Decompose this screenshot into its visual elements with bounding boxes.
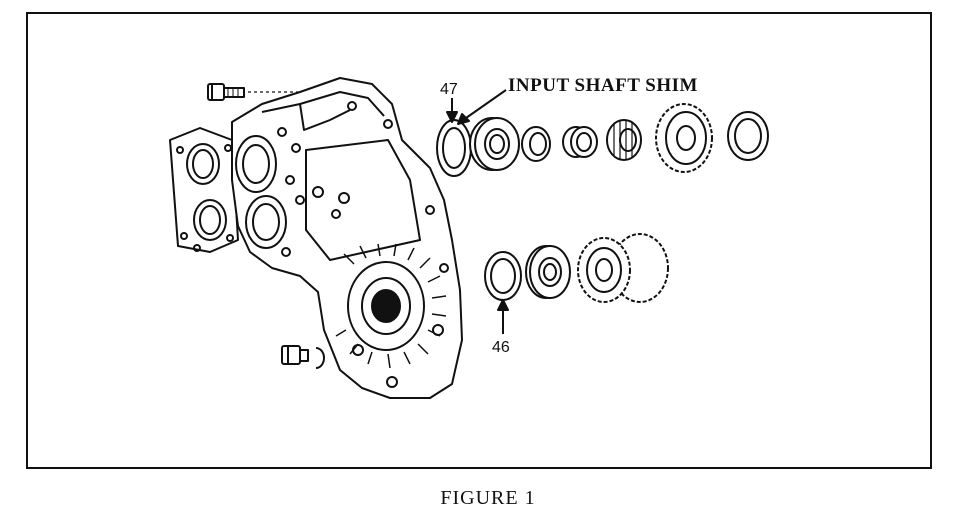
gear-top bbox=[655, 103, 713, 173]
shim-46 bbox=[484, 251, 522, 301]
drain-plug-part bbox=[281, 345, 325, 369]
diagram-frame bbox=[26, 12, 932, 469]
sleeve-top bbox=[562, 126, 598, 158]
shim-47 bbox=[436, 119, 472, 177]
gasket-plate bbox=[169, 127, 239, 253]
gear-bottom bbox=[577, 233, 669, 303]
race-top bbox=[521, 126, 551, 162]
needle-bearing-top bbox=[606, 119, 642, 161]
bearing-top bbox=[469, 117, 520, 171]
leader-47 bbox=[446, 98, 458, 123]
input-shaft-shim-label: INPUT SHAFT SHIM bbox=[508, 75, 698, 96]
bolt-part bbox=[207, 83, 330, 101]
bearing-bottom bbox=[525, 245, 571, 299]
transaxle-case bbox=[231, 77, 463, 399]
callout-46: 46 bbox=[492, 339, 510, 356]
callout-47: 47 bbox=[440, 81, 458, 98]
leader-46 bbox=[497, 299, 509, 334]
ring-top bbox=[727, 111, 769, 161]
leader-shim-label bbox=[457, 89, 507, 125]
figure-caption: FIGURE 1 bbox=[440, 487, 536, 509]
